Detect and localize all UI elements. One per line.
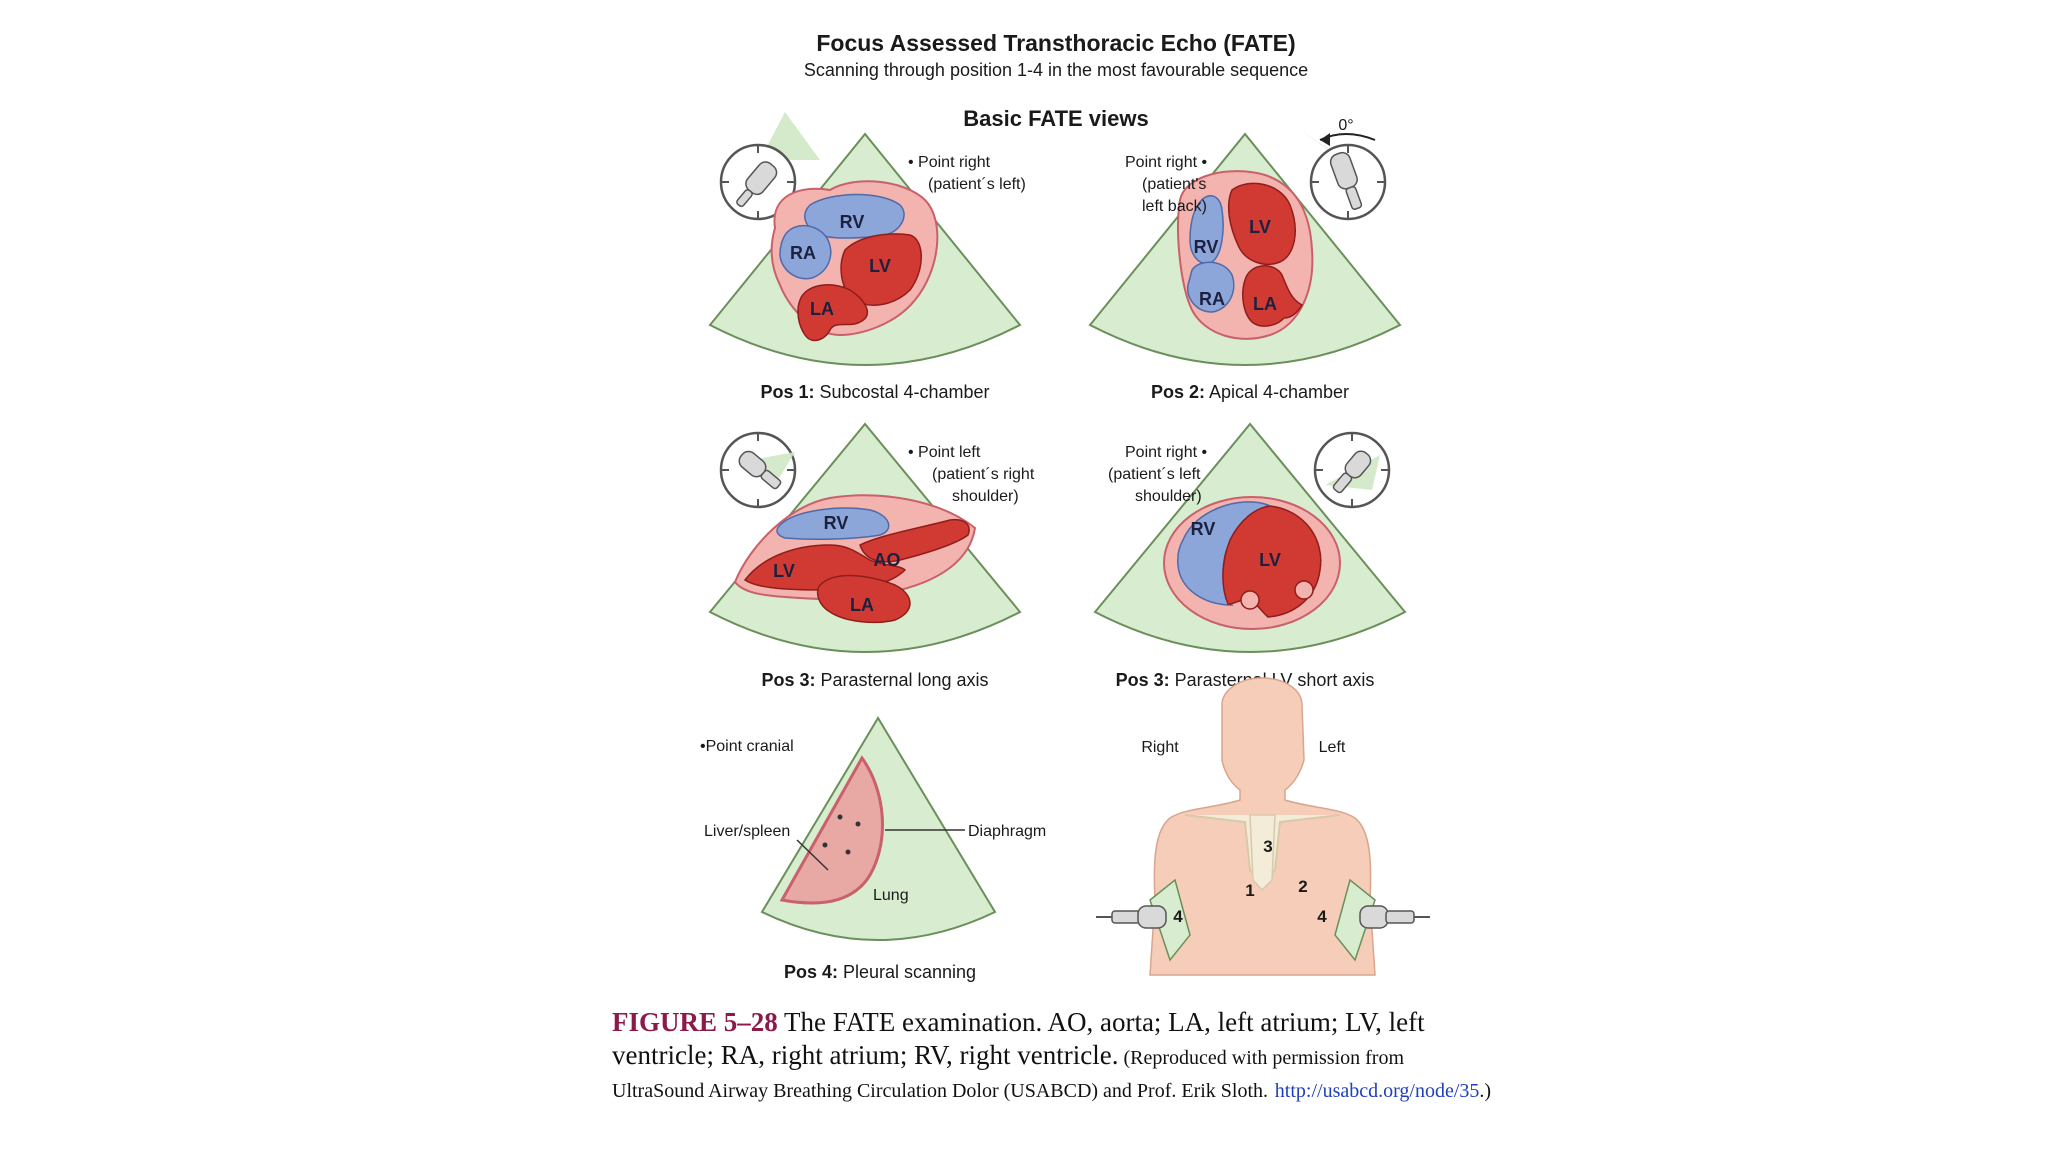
- label-ao: AO: [874, 550, 901, 570]
- position-marker-4-left: 4: [1317, 907, 1327, 926]
- label-liver-spleen: Liver/spleen: [704, 823, 790, 840]
- panel-caption: Pos 4: Pleural scanning: [784, 962, 976, 982]
- label-rv: RV: [1191, 519, 1216, 539]
- probe-orientation-dial-icon: [1313, 431, 1391, 509]
- orientation-note-line1: • Point left: [908, 444, 981, 461]
- probe-orientation-dial-icon: [1300, 130, 1387, 221]
- chamber-ao: [859, 518, 970, 563]
- orientation-note-line1: Point right •: [1125, 154, 1207, 171]
- caption-closing: .): [1479, 1080, 1492, 1102]
- orientation-note-line3: shoulder): [1135, 488, 1202, 505]
- orientation-note-line3: left back): [1142, 198, 1207, 215]
- label-ra: RA: [790, 243, 816, 263]
- panel-caption: Pos 2: Apical 4-chamber: [1151, 382, 1349, 402]
- label-lv: LV: [1259, 550, 1281, 570]
- probe-left-icon: [1096, 905, 1167, 929]
- position-marker-3: 3: [1263, 837, 1272, 856]
- panel-pos2-apical: 0° LV RV RA LA Point right • (patient's …: [1088, 117, 1402, 402]
- orientation-note-line2: (patient´s left): [928, 176, 1026, 193]
- label-lv: LV: [869, 256, 891, 276]
- panel-pos1-subcostal: RV RA LV LA • Point right (patient´s lef…: [708, 112, 1026, 402]
- chamber-lv: [1227, 182, 1296, 266]
- panel-pos3-parasternal-short: RV LV Point right • (patient´s left shou…: [1093, 422, 1407, 690]
- chamber-ra: [779, 225, 832, 280]
- label-diaphragm: Diaphragm: [968, 823, 1046, 840]
- label-la: LA: [850, 595, 874, 615]
- panel-pos3-parasternal-long: RV AO LV LA • Point left (patient´s righ…: [708, 422, 1035, 690]
- label-lv: LV: [1249, 217, 1271, 237]
- label-rv: RV: [840, 212, 865, 232]
- chamber-la: [817, 574, 911, 624]
- source-link[interactable]: http://usabcd.org/node/35: [1274, 1080, 1480, 1102]
- panel-caption: Pos 3: Parasternal long axis: [761, 670, 988, 690]
- position-marker-2: 2: [1298, 877, 1307, 896]
- views-heading: Basic FATE views: [963, 106, 1148, 131]
- position-marker-1: 1: [1245, 881, 1254, 900]
- probe-orientation-dial-icon: [719, 112, 820, 221]
- panel-caption: Pos 1: Subcostal 4-chamber: [760, 382, 989, 402]
- label-la: LA: [810, 299, 834, 319]
- orientation-note-line2: (patient´s right: [932, 466, 1035, 483]
- liver-spleen-region: [779, 755, 884, 905]
- orientation-note-line2: (patient´s left: [1108, 466, 1201, 483]
- label-ra: RA: [1199, 289, 1225, 309]
- chamber-la: [1242, 265, 1304, 327]
- figure-credit: (Reproduced with permission from UltraSo…: [612, 1047, 1404, 1102]
- label-right-side: Right: [1141, 739, 1179, 756]
- figure-title: Focus Assessed Transthoracic Echo (FATE): [816, 30, 1295, 56]
- figure-caption: FIGURE 5–28 The FATE examination. AO, ao…: [612, 1006, 1492, 1105]
- label-lv: LV: [773, 561, 795, 581]
- label-left-side: Left: [1319, 739, 1346, 756]
- chamber-rv: [776, 507, 890, 540]
- orientation-note: •Point cranial: [700, 738, 794, 755]
- panel-pos4-pleural: •Point cranial Liver/spleen Diaphragm Lu…: [700, 716, 1046, 982]
- probe-orientation-dial-icon: [719, 431, 797, 509]
- orientation-note-line2: (patient's: [1142, 176, 1206, 193]
- figure-number: FIGURE 5–28: [612, 1007, 778, 1037]
- angle-label: 0°: [1338, 117, 1353, 134]
- label-lung: Lung: [873, 887, 909, 904]
- orientation-note-line1: Point right •: [1125, 444, 1207, 461]
- position-marker-4-right: 4: [1173, 907, 1183, 926]
- figure-caption-text: The FATE examination. AO, aorta; LA, lef…: [612, 1007, 1425, 1070]
- chamber-ra: [1187, 261, 1235, 313]
- chamber-la: [797, 284, 869, 342]
- body-position-map: Right Left 1 2 3 4 4: [1096, 677, 1430, 976]
- orientation-note-line1: • Point right: [908, 154, 991, 171]
- figure-subtitle: Scanning through position 1-4 in the mos…: [804, 60, 1308, 80]
- label-rv: RV: [1194, 237, 1219, 257]
- orientation-note-line3: shoulder): [952, 488, 1019, 505]
- probe-right-icon: [1359, 905, 1430, 929]
- label-rv: RV: [824, 513, 849, 533]
- label-la: LA: [1253, 294, 1277, 314]
